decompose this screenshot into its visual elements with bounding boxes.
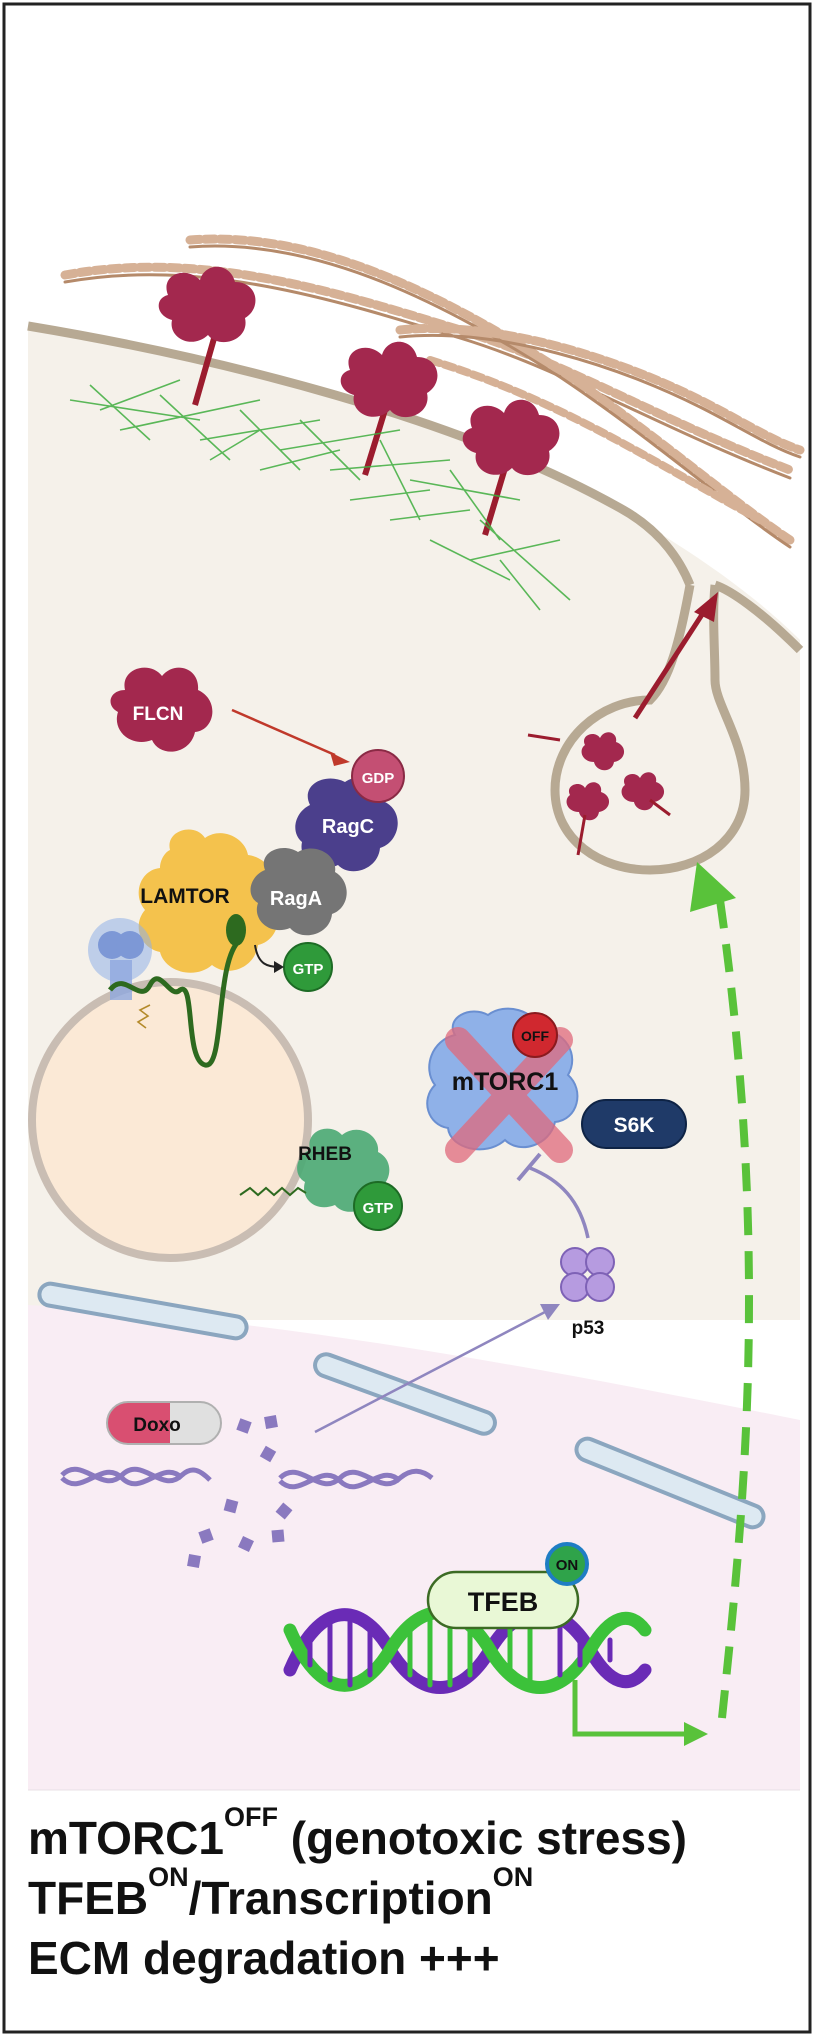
membrane-enzyme-2: [340, 341, 438, 476]
tfeb-label: TFEB: [468, 1587, 539, 1617]
secretion-arrowhead: [690, 862, 736, 912]
gdp-ball: [351, 749, 405, 803]
gtp-loading-arrowhead: [274, 961, 284, 973]
transcription-arrow: [572, 1680, 690, 1737]
p53-label: p53: [572, 1318, 605, 1339]
caption-line-3: ECM degradation +++: [28, 1932, 500, 1984]
exocytosis-arrow: [632, 608, 708, 720]
caption-genotoxic: (genotoxic stress): [277, 1812, 687, 1864]
dna-helix: [283, 1606, 652, 1694]
flcn-protein: [110, 667, 213, 752]
secretion-dashed-arrow: [716, 899, 753, 1719]
doxo-p53-arrow: [314, 1310, 546, 1434]
on-label: ON: [556, 1557, 579, 1574]
v-atpase: [88, 918, 152, 1000]
s6k-label: S6K: [614, 1114, 655, 1137]
mtorc1-label: mTORC1: [452, 1068, 559, 1096]
doxo-label: Doxo: [133, 1415, 181, 1436]
flcn-arrow: [231, 708, 336, 757]
collagen-fibers: [60, 234, 805, 549]
p53-inhibition-bar: [516, 1152, 542, 1182]
on-ball: [545, 1542, 589, 1586]
s6k-protein: [581, 1099, 687, 1149]
caption-off-sup: OFF: [223, 1802, 278, 1832]
caption-mtorc1: mTORC1: [28, 1812, 224, 1864]
plasma-membrane-right: [713, 580, 804, 654]
caption-line-1: mTORC1OFF (genotoxic stress): [28, 1804, 808, 1868]
gtp-rheb-ball: [353, 1181, 403, 1231]
damaged-dna: [60, 1466, 434, 1490]
transcription-arrowhead: [684, 1722, 708, 1746]
p53-protein: [560, 1247, 615, 1302]
off-label: OFF: [521, 1028, 549, 1044]
doxo-capsule: [106, 1401, 222, 1445]
lamtor-tether: [108, 938, 242, 1068]
caption-tfeb: TFEB: [28, 1872, 149, 1924]
flcn-arrowhead: [330, 752, 350, 766]
gtp-rheb-label: GTP: [363, 1200, 394, 1217]
gdp-label: GDP: [362, 770, 395, 787]
caption-on-sup-2: ON: [492, 1862, 534, 1892]
membrane-enzyme-1: [158, 266, 256, 406]
p53-inhibition-line: [529, 1166, 590, 1239]
raga-label: RagA: [270, 888, 322, 910]
caption-transcription: /Transcription: [188, 1872, 493, 1924]
raga-protein: [250, 848, 347, 936]
rheb-label: RHEB: [298, 1144, 352, 1165]
rheb-anchor: [239, 1186, 307, 1197]
flcn-label: FLCN: [133, 704, 184, 725]
exocytosis-arrowhead: [694, 592, 718, 622]
gtp-rag-label: GTP: [293, 961, 324, 978]
vesicle-enzymes: [527, 732, 671, 856]
dna-fragments: [187, 1415, 293, 1568]
lysosome: [28, 978, 312, 1262]
actin-network: [69, 379, 571, 611]
lamtor-label: LAMTOR: [140, 885, 229, 908]
off-ball: [512, 1012, 558, 1058]
lipid-tail: [136, 1004, 151, 1029]
doxo-p53-arrowhead: [540, 1304, 560, 1320]
caption-on-sup: ON: [148, 1862, 189, 1892]
lipid-anchor: [226, 914, 246, 946]
caption-block: mTORC1OFF (genotoxic stress) TFEBON/Tran…: [28, 1804, 808, 1988]
tfeb-protein: [426, 1570, 580, 1630]
ragc-label: RagC: [322, 816, 374, 838]
caption-line-2: TFEBON/TranscriptionON: [28, 1864, 808, 1928]
